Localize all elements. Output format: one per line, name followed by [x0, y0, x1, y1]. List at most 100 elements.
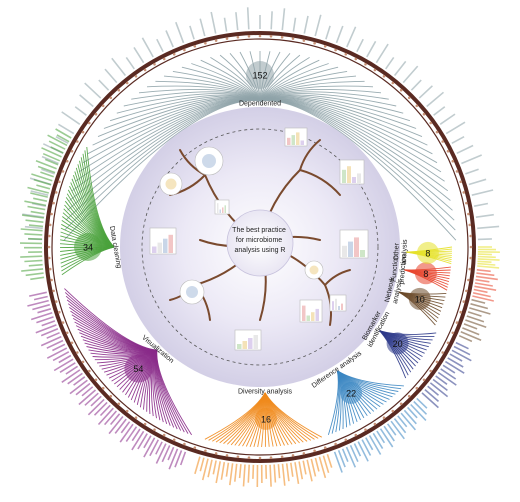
ring-bead: [429, 122, 432, 125]
package-name-mark: [476, 276, 498, 279]
ring-bead: [118, 403, 121, 406]
package-name-mark: [411, 80, 421, 90]
package-name-mark: [244, 465, 246, 487]
ring-bead: [324, 45, 327, 48]
ring-bead: [118, 89, 121, 92]
ring-bead: [49, 268, 52, 271]
package-name-mark: [386, 57, 394, 69]
ring-bead: [183, 443, 186, 446]
ring-bead: [102, 105, 105, 108]
ring-bead: [467, 279, 470, 282]
package-name-mark: [446, 122, 465, 133]
package-name-mark: [142, 38, 153, 57]
ring-bead: [95, 113, 98, 116]
package-name-mark: [221, 462, 224, 480]
package-name-mark: [240, 464, 241, 478]
package-name-mark: [384, 426, 394, 441]
thumbnail-plot: [300, 300, 322, 322]
center-title-line-3: analysis using R: [235, 247, 286, 254]
ring-bead: [126, 82, 129, 85]
ring-bead: [423, 113, 426, 116]
ring-bead: [436, 361, 439, 364]
package-name-mark: [457, 146, 473, 154]
package-name-mark: [270, 465, 271, 487]
package-name-mark: [80, 95, 94, 107]
package-name-mark: [216, 461, 220, 483]
ring-bead: [400, 403, 403, 406]
ring-bead: [383, 75, 386, 78]
ring-bead: [66, 332, 69, 335]
ring-bead: [82, 361, 85, 364]
ring-bead: [194, 446, 197, 449]
package-name-mark: [29, 292, 47, 296]
package-name-mark: [105, 69, 117, 83]
thumbnail-plot: [150, 228, 176, 254]
package-name-mark: [25, 227, 43, 229]
ring-bead: [248, 35, 251, 38]
ring-bead: [48, 246, 51, 249]
package-name-mark: [33, 198, 47, 201]
package-name-mark: [395, 61, 406, 75]
package-name-mark: [54, 359, 73, 370]
count-function-prediction: 8: [423, 269, 428, 279]
package-name-mark: [99, 80, 109, 90]
package-name-mark: [47, 348, 67, 358]
ring-bead: [183, 49, 186, 52]
package-name-mark: [85, 393, 98, 405]
ring-bead: [259, 457, 262, 460]
ring-bead: [364, 428, 367, 431]
count-network-analysis: 10: [415, 294, 425, 304]
package-name-mark: [357, 39, 363, 52]
package-name-mark: [30, 277, 44, 279]
package-name-mark: [29, 265, 43, 266]
ring-bead: [355, 434, 358, 437]
package-name-mark: [157, 39, 163, 52]
package-name-mark: [434, 107, 445, 116]
ring-bead: [408, 97, 411, 100]
package-name-mark: [271, 11, 272, 29]
ring-bead: [163, 434, 166, 437]
ring-bead: [469, 224, 472, 227]
package-name-mark: [304, 16, 308, 34]
ring-bead: [392, 82, 395, 85]
ring-bead: [313, 450, 316, 453]
package-name-mark: [248, 7, 249, 29]
package-name-mark: [299, 462, 302, 480]
package-name-mark: [433, 380, 447, 391]
center-title-line-2: for microbiome: [236, 237, 282, 244]
package-name-mark: [381, 429, 393, 447]
package-name-mark: [414, 402, 427, 415]
package-name-mark: [236, 12, 238, 30]
center-title: The best practice for microbiome analysi…: [232, 227, 288, 254]
package-name-mark: [85, 83, 101, 98]
package-name-mark: [472, 300, 486, 303]
package-name-mark: [395, 419, 406, 433]
package-name-mark: [28, 239, 42, 240]
count-other-analysis: 8: [425, 248, 430, 258]
package-name-mark: [208, 460, 212, 478]
package-name-mark: [472, 190, 493, 195]
thumbnail-plot: [305, 261, 323, 279]
package-name-mark: [326, 26, 330, 39]
package-name-mark: [156, 444, 166, 464]
package-name-mark: [115, 419, 126, 433]
package-name-mark: [477, 264, 495, 265]
ring-bead: [345, 439, 348, 442]
ring-bead: [71, 342, 74, 345]
package-name-mark: [476, 273, 494, 275]
package-name-mark: [28, 207, 46, 210]
package-name-mark: [62, 112, 80, 124]
count-difference-analysis: 22: [346, 388, 356, 398]
ring-bead: [204, 42, 207, 45]
package-name-mark: [343, 449, 348, 462]
ring-bead: [465, 290, 468, 293]
package-name-mark: [291, 463, 293, 477]
ring-bead: [467, 213, 470, 216]
package-name-mark: [403, 66, 418, 83]
thumbnail-plot: [285, 128, 307, 146]
package-name-mark: [190, 26, 194, 39]
package-name-mark: [461, 332, 481, 341]
ring-bead: [364, 63, 367, 66]
ring-bead: [71, 150, 74, 153]
package-name-mark: [474, 204, 488, 207]
